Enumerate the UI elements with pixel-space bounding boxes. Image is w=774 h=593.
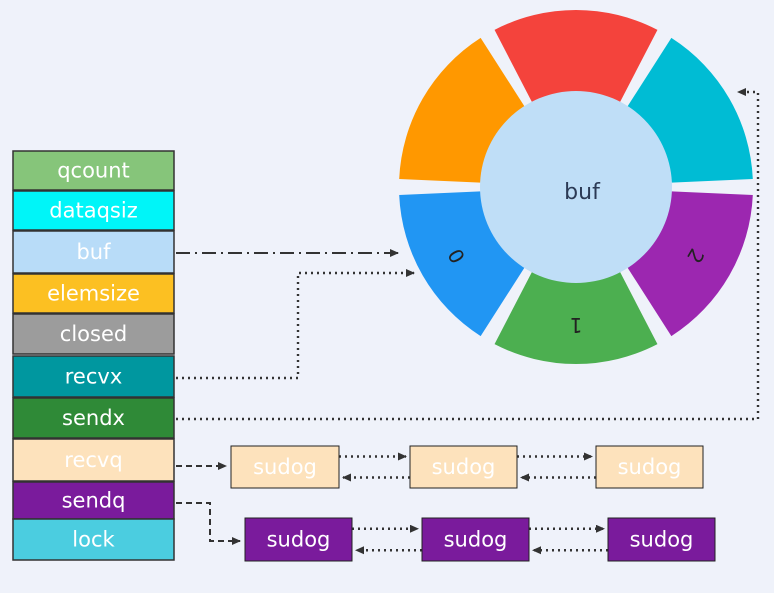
sudog-box — [595, 445, 704, 489]
field-label: sendq — [62, 489, 126, 513]
sendq_queue-sudog-1: sudog — [421, 517, 530, 562]
sudog-label: sudog — [444, 528, 508, 552]
field-box — [12, 230, 175, 274]
field-box — [12, 190, 175, 231]
ring-segment-3 — [494, 266, 658, 364]
field-sendq: sendq — [12, 481, 175, 520]
field-closed: closed — [12, 313, 175, 355]
struct-fields: qcount dataqsiz buf elemsize closed recvx send… — [12, 150, 175, 561]
sendq_queue-sudog-0: sudog — [244, 517, 353, 562]
field-box — [12, 518, 175, 561]
field-elemsize: elemsize — [12, 273, 175, 314]
sudog-label: sudog — [630, 528, 694, 552]
ring-center — [480, 91, 672, 283]
sudog-box — [230, 445, 340, 489]
field-label: sendx — [62, 406, 125, 430]
sudog-label: sudog — [267, 528, 331, 552]
field-qcount: qcount — [12, 150, 175, 191]
sudog-box — [607, 517, 716, 562]
field-label: elemsize — [47, 282, 140, 306]
field-buf: buf — [12, 230, 175, 274]
field-label: closed — [60, 322, 127, 346]
recvq_queue-sudog-1: sudog — [409, 445, 518, 489]
sudog-box — [409, 445, 518, 489]
field-dataqsiz: dataqsiz — [12, 190, 175, 231]
field-lock: lock — [12, 518, 175, 561]
field-box — [12, 313, 175, 355]
ring-center-label: buf — [564, 180, 601, 205]
field-recvx: recvx — [12, 355, 175, 398]
sudog-box — [421, 517, 530, 562]
field-label: qcount — [57, 159, 130, 183]
sendx-arrow — [176, 88, 760, 421]
field-box — [12, 397, 175, 439]
recvx-arrow — [176, 269, 415, 380]
field-recvq: recvq — [12, 438, 175, 482]
field-box — [12, 355, 175, 398]
field-label: dataqsiz — [49, 199, 137, 223]
ring-slot-label-3: 1 — [570, 313, 583, 337]
field-box — [12, 150, 175, 191]
sudog-box — [244, 517, 353, 562]
field-box — [12, 481, 175, 520]
field-sendx: sendx — [12, 397, 175, 439]
sendq_queue-sudog-2: sudog — [607, 517, 716, 562]
recvq_queue-sudog-2: sudog — [595, 445, 704, 489]
sudog-label: sudog — [253, 455, 317, 479]
sendq-queue: sudog sudog sudog — [244, 517, 716, 562]
field-label: recvq — [64, 448, 122, 472]
sendq-arrow — [176, 502, 241, 545]
ring-segment-0 — [494, 9, 658, 108]
sudog-label: sudog — [432, 455, 496, 479]
sudog-label: sudog — [618, 455, 682, 479]
field-label: recvx — [65, 365, 123, 389]
field-box — [12, 438, 175, 482]
field-label: lock — [72, 528, 115, 552]
recvq_queue-sudog-0: sudog — [230, 445, 340, 489]
field-box — [12, 273, 175, 314]
field-label: buf — [76, 240, 111, 264]
recvq-queue: sudog sudog sudog — [230, 445, 704, 489]
connectors — [176, 88, 760, 555]
queue-links — [339, 452, 608, 555]
